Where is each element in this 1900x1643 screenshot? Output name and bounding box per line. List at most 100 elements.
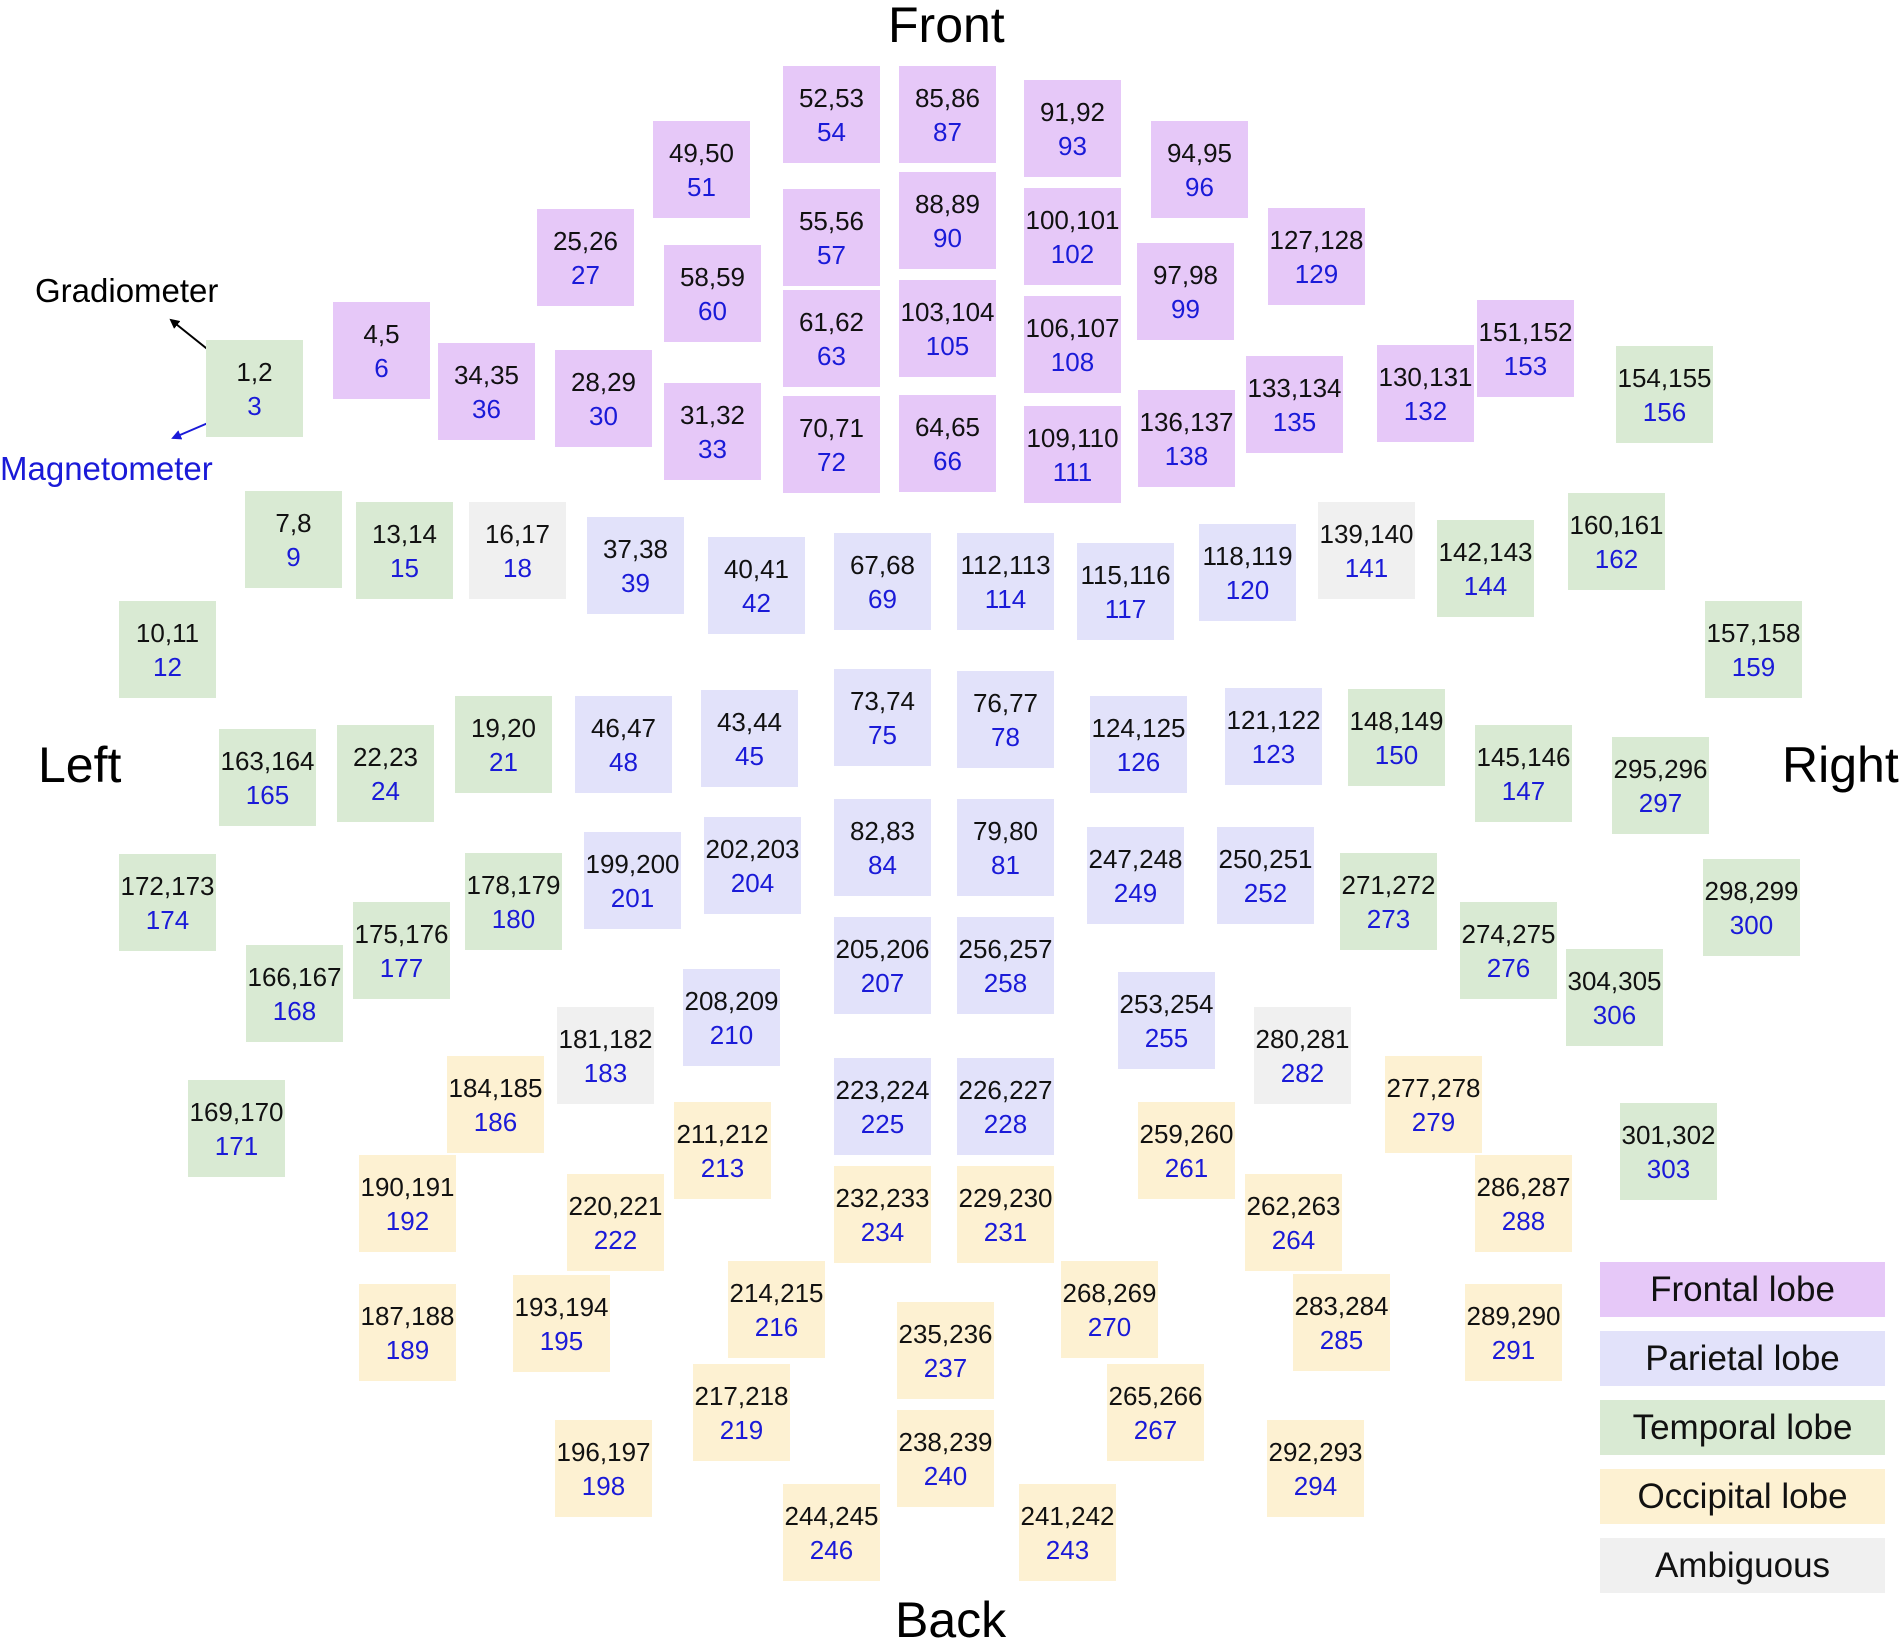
magnetometer-id: 120 xyxy=(1225,574,1270,605)
right-label: Right xyxy=(1782,737,1899,793)
magnetometer-id: 228 xyxy=(983,1108,1028,1139)
gradiometer-ids: 226,227 xyxy=(958,1074,1053,1105)
legend-item-occipital: Occipital lobe xyxy=(1600,1469,1885,1524)
gradiometer-ids: 49,50 xyxy=(668,137,735,168)
gradiometer-ids: 172,173 xyxy=(120,870,215,901)
magnetometer-id: 234 xyxy=(860,1216,905,1247)
gradiometer-ids: 298,299 xyxy=(1704,875,1799,906)
gradiometer-ids: 223,224 xyxy=(835,1074,930,1105)
gradiometer-ids: 229,230 xyxy=(958,1182,1053,1213)
magnetometer-id: 189 xyxy=(385,1334,430,1365)
gradiometer-ids: 31,32 xyxy=(679,399,746,430)
gradiometer-ids: 148,149 xyxy=(1349,705,1444,736)
gradiometer-ids: 232,233 xyxy=(835,1182,930,1213)
magnetometer-id: 165 xyxy=(245,779,290,810)
magnetometer-id: 12 xyxy=(153,651,182,682)
gradiometer-ids: 193,194 xyxy=(514,1291,609,1322)
magnetometer-label: Magnetometer xyxy=(0,450,213,487)
gradiometer-ids: 295,296 xyxy=(1613,753,1708,784)
magnetometer-id: 180 xyxy=(491,903,536,934)
magnetometer-id: 150 xyxy=(1374,739,1419,770)
gradiometer-ids: 259,260 xyxy=(1139,1118,1234,1149)
magnetometer-id: 24 xyxy=(371,775,400,806)
gradiometer-ids: 13,14 xyxy=(371,518,438,549)
gradiometer-ids: 268,269 xyxy=(1062,1277,1157,1308)
gradiometer-ids: 25,26 xyxy=(552,225,619,256)
gradiometer-ids: 94,95 xyxy=(1166,137,1233,168)
gradiometer-ids: 178,179 xyxy=(466,869,561,900)
magnetometer-id: 147 xyxy=(1501,775,1546,806)
gradiometer-ids: 55,56 xyxy=(798,205,865,236)
gradiometer-ids: 184,185 xyxy=(448,1072,543,1103)
magnetometer-id: 270 xyxy=(1087,1311,1132,1342)
magnetometer-id: 105 xyxy=(925,330,970,361)
magnetometer-id: 99 xyxy=(1171,293,1200,324)
magnetometer-id: 90 xyxy=(933,222,962,253)
gradiometer-ids: 19,20 xyxy=(470,712,537,743)
magnetometer-id: 102 xyxy=(1050,238,1095,269)
legend-item-temporal: Temporal lobe xyxy=(1600,1400,1885,1455)
magnetometer-id: 282 xyxy=(1280,1057,1325,1088)
gradiometer-ids: 199,200 xyxy=(585,848,680,879)
magnetometer-id: 141 xyxy=(1344,552,1389,583)
gradiometer-ids: 133,134 xyxy=(1247,372,1342,403)
magnetometer-id: 51 xyxy=(687,171,716,202)
magnetometer-id: 240 xyxy=(923,1460,968,1491)
magnetometer-id: 27 xyxy=(571,259,600,290)
magnetometer-id: 36 xyxy=(472,393,501,424)
magnetometer-id: 246 xyxy=(809,1534,854,1565)
magnetometer-id: 15 xyxy=(390,552,419,583)
gradiometer-ids: 277,278 xyxy=(1386,1072,1481,1103)
magnetometer-id: 255 xyxy=(1144,1022,1189,1053)
magnetometer-id: 84 xyxy=(868,849,897,880)
magnetometer-id: 258 xyxy=(983,967,1028,998)
gradiometer-ids: 97,98 xyxy=(1152,259,1219,290)
magnetometer-id: 123 xyxy=(1251,738,1296,769)
magnetometer-id: 114 xyxy=(984,583,1027,614)
magnetometer-id: 60 xyxy=(698,295,727,326)
magnetometer-id: 216 xyxy=(754,1311,799,1342)
magnetometer-id: 87 xyxy=(933,116,962,147)
gradiometer-ids: 127,128 xyxy=(1269,224,1364,255)
magnetometer-id: 138 xyxy=(1164,440,1209,471)
magnetometer-id: 153 xyxy=(1503,350,1548,381)
magnetometer-id: 18 xyxy=(503,552,532,583)
gradiometer-ids: 163,164 xyxy=(220,745,315,776)
magnetometer-id: 96 xyxy=(1185,171,1214,202)
gradiometer-ids: 274,275 xyxy=(1461,918,1556,949)
magnetometer-id: 42 xyxy=(742,587,771,618)
magnetometer-id: 126 xyxy=(1116,746,1161,777)
magnetometer-id: 75 xyxy=(868,719,897,750)
magnetometer-id: 183 xyxy=(583,1057,628,1088)
